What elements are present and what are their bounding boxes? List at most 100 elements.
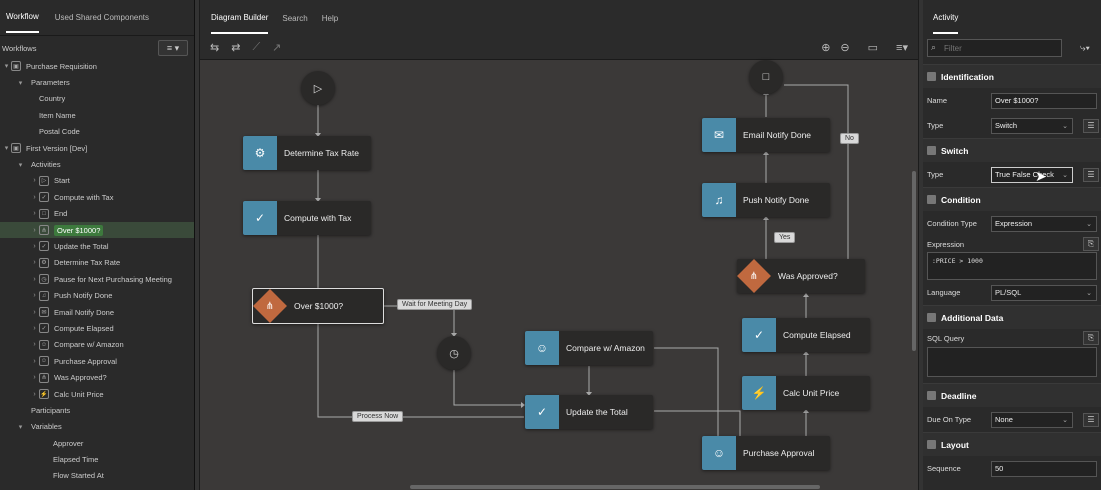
type-select[interactable]: Switch⌄ (991, 117, 1073, 134)
tree-item[interactable]: Approver (0, 435, 194, 451)
vertical-scrollbar[interactable] (912, 171, 916, 351)
tree-item[interactable]: Country (0, 91, 194, 107)
tab-help[interactable]: Help (321, 13, 339, 23)
node-was-approved[interactable]: ⋔Was Approved? (737, 259, 865, 293)
expression-textarea[interactable]: :PRICE > 1000 (927, 252, 1097, 280)
chevron-icon[interactable]: › (33, 390, 36, 398)
chevron-icon[interactable]: › (33, 357, 36, 365)
code-editor-icon[interactable]: ⎘ (1083, 237, 1099, 251)
horizontal-scrollbar[interactable] (410, 485, 820, 489)
start-event[interactable]: ▷ (301, 71, 335, 105)
chevron-icon[interactable]: › (33, 177, 36, 185)
switch-type-select[interactable]: True False Check⌄ (991, 166, 1073, 183)
end-event[interactable]: □ (749, 60, 783, 94)
node-push-notify[interactable]: ♫Push Notify Done (702, 183, 830, 217)
language-select[interactable]: PL/SQL⌄ (991, 284, 1097, 301)
tree-item[interactable]: ▾Variables (0, 419, 194, 435)
tree-item[interactable]: ›☺Purchase Approval (0, 353, 194, 369)
section-layout[interactable]: Layout (923, 432, 1101, 456)
rearrange-icon[interactable]: ⇆ (210, 42, 220, 54)
code-editor-icon[interactable]: ⎘ (1083, 331, 1099, 345)
edge-label-yes[interactable]: Yes (774, 232, 796, 243)
tree-item[interactable]: ▾Parameters (0, 74, 194, 90)
chevron-icon[interactable]: › (33, 242, 36, 250)
chevron-icon[interactable]: › (33, 374, 36, 382)
sequence-input[interactable]: 50 (991, 460, 1097, 477)
tree-item[interactable]: ›□End (0, 206, 194, 222)
diagram-canvas[interactable]: ▷ □ ◷ ⚙Determine Tax Rate ✓Compute with … (200, 60, 918, 490)
edge-label-process[interactable]: Process Now (352, 411, 404, 422)
section-deadline[interactable]: Deadline (923, 383, 1101, 407)
node-calc-unit-price[interactable]: ⚡Calc Unit Price (742, 376, 870, 410)
go-to-group-icon[interactable]: ⤷▾ (1080, 42, 1090, 54)
tree-item[interactable]: ›▷Start (0, 173, 194, 189)
node-compute-elapsed[interactable]: ✓Compute Elapsed (742, 318, 870, 352)
tree-item[interactable]: ›⚡Calc Unit Price (0, 386, 194, 402)
section-condition[interactable]: Condition (923, 187, 1101, 211)
auto-layout-icon[interactable]: ⇄ (231, 42, 241, 54)
fit-icon[interactable]: ▭ (867, 42, 879, 54)
edge-label-no[interactable]: No (840, 133, 859, 144)
node-email-notify[interactable]: ✉Email Notify Done (702, 118, 830, 152)
tree-item[interactable]: Flow Started At (0, 468, 194, 484)
tree-item[interactable]: ›✓Compute Elapsed (0, 320, 194, 336)
timer-event[interactable]: ◷ (437, 336, 471, 370)
tab-used-shared-components[interactable]: Used Shared Components (54, 13, 150, 22)
chevron-icon[interactable]: › (33, 324, 36, 332)
zoom-out-icon[interactable]: ⊖ (840, 42, 850, 54)
chevron-icon[interactable]: › (33, 341, 36, 349)
tab-diagram-builder[interactable]: Diagram Builder (211, 3, 269, 34)
tree-item[interactable]: ›⋔Was Approved? (0, 369, 194, 385)
name-input[interactable]: Over $1000? (991, 92, 1097, 109)
tree-item[interactable]: ›☺Compare w/ Amazon (0, 337, 194, 353)
node-compute-with-tax[interactable]: ✓Compute with Tax (243, 201, 371, 235)
tree-item[interactable]: ›⚙Determine Tax Rate (0, 255, 194, 271)
tree-item[interactable]: ›✉Email Notify Done (0, 304, 194, 320)
tree-item[interactable]: ▾Activities (0, 156, 194, 172)
right-splitter[interactable] (918, 0, 923, 490)
condition-type-select[interactable]: Expression⌄ (991, 215, 1097, 232)
node-update-total[interactable]: ✓Update the Total (525, 395, 653, 429)
section-identification[interactable]: Identification (923, 64, 1101, 88)
chevron-icon[interactable]: ▾ (18, 423, 23, 431)
chevron-icon[interactable]: › (33, 259, 36, 267)
tree-item[interactable]: ›◷Pause for Next Purchasing Meeting (0, 271, 194, 287)
section-switch[interactable]: Switch (923, 138, 1101, 162)
list-icon[interactable]: ☰ (1083, 167, 1099, 182)
node-compare-amazon[interactable]: ☺Compare w/ Amazon (525, 331, 653, 365)
node-purchase-approval[interactable]: ☺Purchase Approval (702, 436, 830, 470)
connect-icon[interactable]: ⟋ (252, 41, 261, 53)
tree-item[interactable]: Postal Code (0, 124, 194, 140)
menu-button[interactable]: ≡ ▾ (158, 40, 188, 56)
chevron-icon[interactable]: › (33, 193, 36, 201)
tab-workflow[interactable]: Workflow (6, 2, 39, 33)
chevron-icon[interactable]: › (33, 275, 36, 283)
tree-item[interactable]: ›♫Push Notify Done (0, 287, 194, 303)
redirect-icon[interactable]: ↗ (272, 42, 282, 54)
chevron-icon[interactable]: › (33, 292, 36, 300)
tab-search[interactable]: Search (282, 13, 308, 23)
zoom-in-icon[interactable]: ⊕ (821, 42, 831, 54)
node-determine-tax-rate[interactable]: ⚙Determine Tax Rate (243, 136, 371, 170)
chevron-icon[interactable]: ▾ (18, 79, 23, 87)
list-icon[interactable]: ☰ (1083, 118, 1099, 133)
sql-query-textarea[interactable] (927, 347, 1097, 377)
tree-item[interactable]: ›✓Compute with Tax (0, 189, 194, 205)
chevron-icon[interactable]: ▾ (4, 63, 9, 71)
edge-label-wait[interactable]: Wait for Meeting Day (397, 299, 473, 310)
tree-item[interactable]: Participants (0, 402, 194, 418)
list-icon[interactable]: ☰ (1083, 412, 1099, 427)
chevron-icon[interactable]: › (33, 226, 36, 234)
left-splitter[interactable] (195, 0, 200, 490)
tree-item[interactable]: Elapsed Time (0, 451, 194, 467)
diagram-menu-icon[interactable]: ≡▾ (896, 42, 908, 54)
section-additional-data[interactable]: Additional Data (923, 305, 1101, 329)
tree-item[interactable]: ▾▣Purchase Requisition (0, 58, 194, 74)
due-on-type-select[interactable]: None⌄ (991, 411, 1073, 428)
chevron-icon[interactable]: › (33, 210, 36, 218)
node-over-1000[interactable]: ⋔Over $1000? (252, 288, 384, 324)
tree-item[interactable]: ▾▣First Version [Dev] (0, 140, 194, 156)
filter-input[interactable] (927, 39, 1062, 57)
tree-item[interactable]: ›✓Update the Total (0, 238, 194, 254)
chevron-icon[interactable]: ▾ (4, 145, 9, 153)
